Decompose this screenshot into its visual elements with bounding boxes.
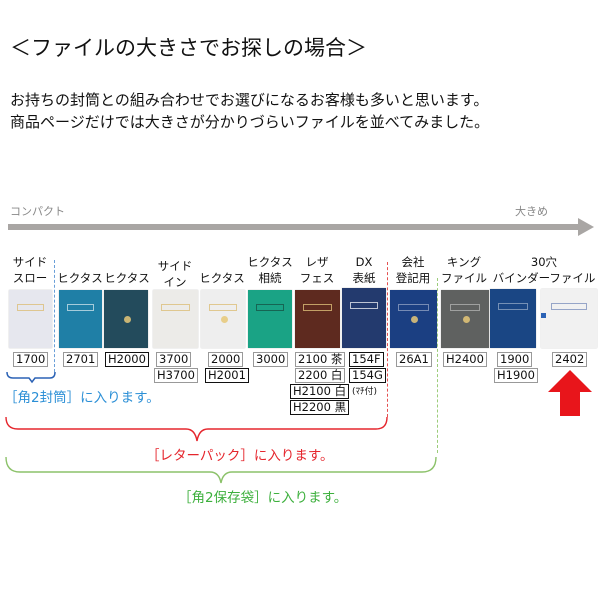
product-code[interactable]: 1900 (497, 352, 533, 367)
file-image-26a1 (390, 290, 437, 348)
group-label-letter-pack: ［レターパック］に入ります。 (146, 448, 334, 464)
file-image-154f (342, 288, 386, 348)
file-image-2100 (295, 290, 340, 348)
file-name-sideslow: サイドスロー (12, 255, 48, 285)
group-label-kaku2-envelope: ［角2封筒］に入ります。 (4, 390, 160, 406)
size-scale-bar (8, 224, 580, 230)
intro-text: お持ちの封筒との組み合わせでお選びになるお客様も多いと思います。 商品ページだけ… (10, 89, 489, 133)
file-image-3700 (153, 290, 198, 348)
file-name-king-file: キングファイル (441, 255, 487, 285)
file-name-hiktas-2000: ヒクタス (199, 271, 245, 285)
product-code[interactable]: 154G (349, 368, 386, 383)
product-code[interactable]: 2701 (63, 352, 99, 367)
product-code[interactable]: 1700 (13, 352, 49, 367)
file-image-2701 (59, 290, 102, 348)
product-code[interactable]: H2400 (443, 352, 487, 367)
envelope-bracket (6, 371, 56, 384)
file-image-2000 (201, 290, 245, 348)
product-code[interactable]: H1900 (494, 368, 538, 383)
product-code[interactable]: H2100 白 (290, 384, 350, 399)
storage-bag-divider (437, 278, 438, 453)
highlight-arrow-icon (548, 370, 592, 416)
product-code[interactable]: 154F (349, 352, 384, 367)
storage-bag-bracket (5, 456, 437, 484)
product-code[interactable]: H2001 (205, 368, 249, 383)
file-name-hiktas-h2000: ヒクタス (104, 271, 150, 285)
file-name-hiktas-souzoku: ヒクタス相続 (247, 255, 293, 285)
product-code[interactable]: 2200 白 (295, 368, 346, 383)
scale-label-large: 大きめ (515, 205, 548, 218)
size-scale-arrow-icon (578, 218, 594, 236)
intro-line-1: お持ちの封筒との組み合わせでお選びになるお客様も多いと思います。 (10, 91, 489, 109)
letterpack-divider (387, 262, 388, 417)
page-title: ＜ファイルの大きさでお探しの場合＞ (10, 36, 367, 60)
envelope-divider (54, 260, 55, 372)
group-label-kaku2-storage-bag: ［角2保存袋］に入ります。 (178, 490, 348, 506)
file-image-2402 (541, 289, 597, 348)
file-name-company-registry: 会社登記用 (395, 255, 431, 285)
file-image-3000 (248, 290, 292, 348)
product-code[interactable]: 2100 茶 (295, 352, 346, 367)
file-name-leather-fes: レザフェス (299, 255, 335, 285)
file-name-30hole-binder: 30穴バインダーファイル (492, 255, 596, 285)
product-code[interactable]: 3000 (253, 352, 289, 367)
product-code[interactable]: H2000 (105, 352, 149, 367)
file-image-h2000 (104, 290, 148, 348)
gusset-note: (ﾏﾁ付) (352, 387, 378, 397)
file-name-sidein: サイドイン (157, 259, 193, 289)
product-code[interactable]: 26A1 (396, 352, 432, 367)
scale-label-compact: コンパクト (10, 205, 65, 218)
letterpack-bracket (5, 416, 388, 442)
product-code[interactable]: 2000 (208, 352, 244, 367)
intro-line-2: 商品ページだけでは大きさが分かりづらいファイルを並べてみました。 (10, 113, 490, 131)
file-image-h2400 (441, 290, 489, 348)
product-code[interactable]: H3700 (154, 368, 198, 383)
product-code[interactable]: 2402 (552, 352, 588, 367)
product-code[interactable]: H2200 黒 (290, 400, 350, 415)
product-code[interactable]: 3700 (156, 352, 192, 367)
file-image-1900 (490, 289, 536, 348)
file-image-1700 (9, 290, 52, 348)
file-name-hiktas-2701: ヒクタス (57, 271, 103, 285)
